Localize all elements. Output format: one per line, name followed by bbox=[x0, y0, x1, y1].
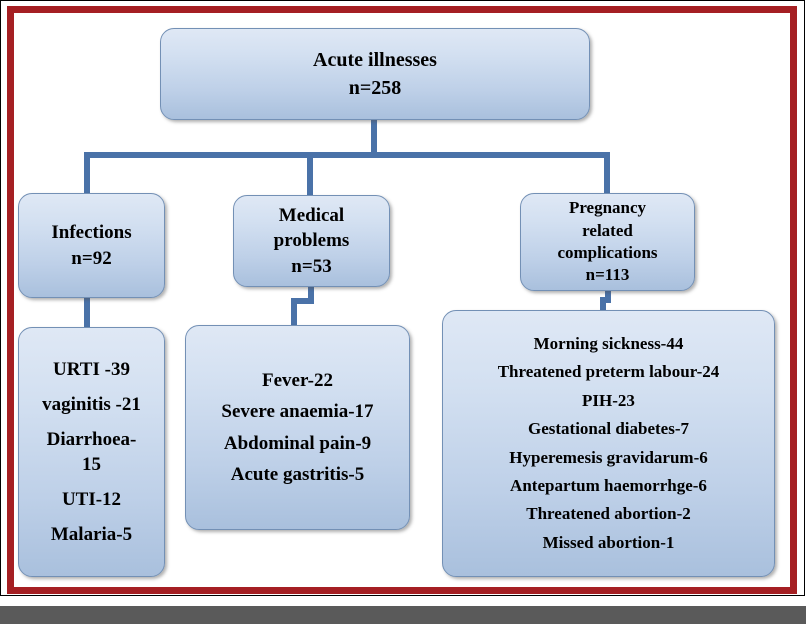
connector-pregnancy-detail-upper bbox=[605, 289, 611, 302]
list-item: Acute gastritis-5 bbox=[230, 463, 365, 485]
node-medical-problems-title-2: problems bbox=[273, 230, 350, 252]
list-item: Morning sickness-44 bbox=[533, 333, 684, 353]
list-item: vaginitis -21 bbox=[42, 393, 141, 415]
list-item: Threatened preterm labour-24 bbox=[497, 362, 720, 382]
node-pregnancy-complications[interactable]: Pregnancy related complications n=113 bbox=[520, 193, 695, 291]
bottom-grey-bar bbox=[0, 606, 806, 624]
list-item: Malaria-5 bbox=[50, 524, 133, 546]
node-acute-illnesses[interactable]: Acute illnesses n=258 bbox=[160, 28, 590, 120]
detail-medical-problems-list[interactable]: Fever-22 Severe anaemia-17 Abdominal pai… bbox=[185, 325, 410, 530]
list-item: PIH-23 bbox=[582, 390, 635, 410]
node-infections[interactable]: Infections n=92 bbox=[18, 193, 165, 298]
list-item: Antepartum haemorrhge-6 bbox=[510, 475, 707, 495]
connector-medical-detail-jog bbox=[291, 298, 314, 304]
node-pregnancy-complications-title-2: related bbox=[582, 220, 633, 240]
connector-medical-detail-upper bbox=[308, 285, 314, 304]
list-item: Diarrhoea- bbox=[46, 428, 137, 450]
node-acute-illnesses-count: n=258 bbox=[348, 77, 402, 99]
list-item: Gestational diabetes-7 bbox=[527, 419, 690, 439]
node-acute-illnesses-label: Acute illnesses bbox=[313, 48, 437, 71]
connector-to-infections bbox=[84, 152, 90, 195]
connector-to-medical bbox=[307, 152, 313, 197]
detail-pregnancy-complications-list[interactable]: Morning sickness-44 Threatened preterm l… bbox=[442, 310, 775, 577]
node-medical-problems[interactable]: Medical problems n=53 bbox=[233, 195, 390, 287]
detail-infections-list[interactable]: URTI -39 vaginitis -21 Diarrhoea- 15 UTI… bbox=[18, 327, 165, 577]
connector-pregnancy-detail-lower bbox=[600, 297, 606, 313]
list-item: URTI -39 bbox=[53, 358, 130, 380]
node-pregnancy-complications-title-1: Pregnancy bbox=[568, 198, 647, 218]
node-pregnancy-complications-count: n=113 bbox=[585, 265, 630, 285]
node-infections-title: Infections bbox=[51, 222, 132, 244]
list-item: 15 bbox=[82, 454, 101, 475]
connector-root-stem bbox=[371, 119, 377, 157]
connector-infections-detail bbox=[84, 296, 90, 329]
connector-medical-detail-lower bbox=[291, 298, 297, 328]
list-item: UTI-12 bbox=[61, 489, 122, 511]
node-medical-problems-count: n=53 bbox=[291, 255, 332, 277]
list-item: Fever-22 bbox=[261, 370, 334, 392]
list-item: Missed abortion-1 bbox=[542, 532, 675, 552]
node-pregnancy-complications-title-3: complications bbox=[557, 243, 658, 262]
connector-distributor-bar bbox=[84, 152, 610, 158]
node-infections-count: n=92 bbox=[71, 247, 112, 269]
list-item: Abdominal pain-9 bbox=[223, 432, 372, 454]
list-item: Severe anaemia-17 bbox=[221, 401, 374, 423]
connector-to-pregnancy bbox=[604, 152, 610, 195]
list-item: Threatened abortion-2 bbox=[526, 504, 691, 524]
list-item: Hyperemesis gravidarum-6 bbox=[509, 447, 708, 467]
node-medical-problems-title-1: Medical bbox=[278, 205, 345, 227]
